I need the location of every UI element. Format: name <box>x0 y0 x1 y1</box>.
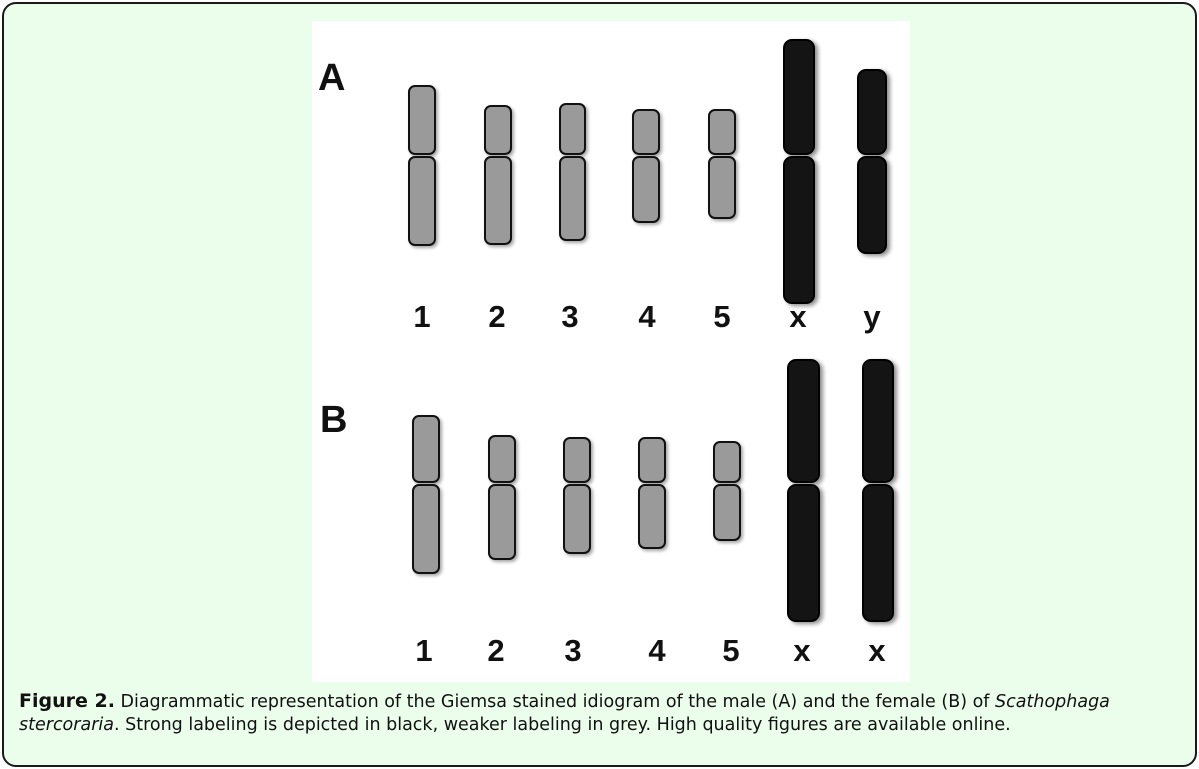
chromosome-a-y-long-arm <box>857 156 887 254</box>
chromosome-a4-long-arm <box>632 156 660 223</box>
chromosome-label-b-x1: x <box>793 633 811 668</box>
chromosome-label-b2: 2 <box>487 633 505 668</box>
chromosome-b3-short-arm <box>563 437 591 483</box>
chromosome-label-b4: 4 <box>648 633 666 668</box>
chromosome-label-b1: 1 <box>415 633 433 668</box>
chromosome-label-b5: 5 <box>722 633 740 668</box>
chromosome-b3-long-arm <box>563 484 591 554</box>
chromosome-b-x1-long-arm <box>787 484 820 622</box>
chromosome-a2-long-arm <box>484 156 512 245</box>
chromosome-label-a-y: y <box>863 299 881 334</box>
chromosome-b-x1-short-arm <box>787 359 820 483</box>
caption-label: Figure 2. <box>19 690 115 712</box>
chromosome-a2-short-arm <box>484 105 512 155</box>
chromosome-b2-long-arm <box>488 484 516 560</box>
chromosome-a-y-short-arm <box>857 69 887 155</box>
chromosome-b-x2-long-arm <box>862 484 894 622</box>
chromosome-b2-short-arm <box>488 435 516 483</box>
panel-a-letter: A <box>318 57 346 99</box>
chromosome-label-b-x2: x <box>868 633 886 668</box>
caption-species: Scathophaga stercoraria <box>19 692 1110 735</box>
chromosome-label-a-x: x <box>789 299 807 334</box>
chromosome-a3-short-arm <box>559 103 586 155</box>
chromosome-b5-long-arm <box>713 484 741 541</box>
chromosome-a5-short-arm <box>708 109 736 155</box>
chromosome-a1-short-arm <box>408 85 436 155</box>
chromosome-a5-long-arm <box>708 156 736 219</box>
figure-caption: Figure 2. Diagrammatic representation of… <box>19 690 1179 737</box>
chromosome-label-b3: 3 <box>564 633 582 668</box>
chromosome-b1-long-arm <box>412 484 440 574</box>
chromosome-label-a2: 2 <box>488 299 506 334</box>
caption-text-part2: . Strong labeling is depicted in black, … <box>113 715 1011 735</box>
chromosome-label-a5: 5 <box>713 299 731 334</box>
chromosome-label-a1: 1 <box>413 299 431 334</box>
chromosome-a1-long-arm <box>408 156 436 246</box>
chromosome-b-x2-short-arm <box>862 359 894 483</box>
chromosome-b1-short-arm <box>412 415 440 483</box>
chromosome-b4-short-arm <box>638 437 666 483</box>
chromosome-a-x-short-arm <box>783 39 815 155</box>
chromosome-a4-short-arm <box>632 109 660 155</box>
chromosome-a3-long-arm <box>559 156 586 241</box>
caption-text-part1: Diagrammatic representation of the Giems… <box>114 692 996 712</box>
chromosome-label-a3: 3 <box>561 299 579 334</box>
idiogram-figure: A 1 2 3 4 5 x y B <box>312 21 910 682</box>
chromosome-b5-short-arm <box>713 441 741 483</box>
panel-b-letter: B <box>320 399 348 441</box>
chromosome-b4-long-arm <box>638 484 666 549</box>
chromosome-label-a4: 4 <box>638 299 656 334</box>
chromosome-a-x-long-arm <box>783 156 815 304</box>
